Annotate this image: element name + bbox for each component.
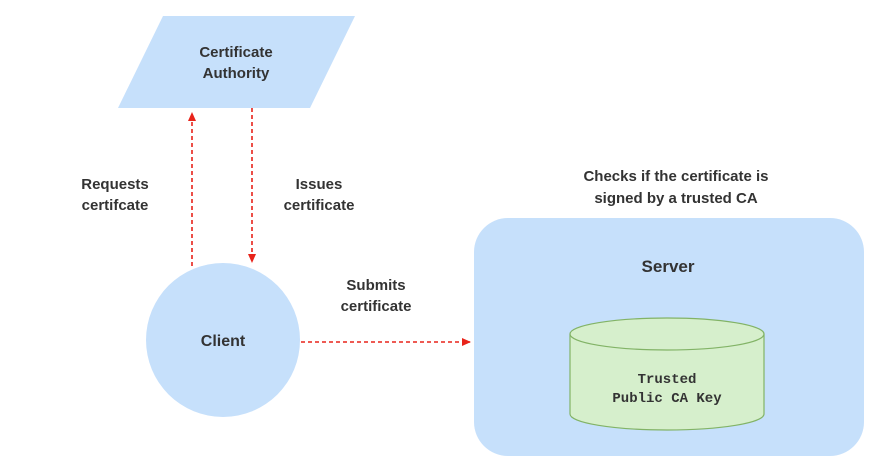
certificate-authority-shape [118, 16, 355, 108]
database-label-line2: Public CA Key [612, 391, 722, 407]
issues-certificate-label-line2: certificate [284, 197, 355, 214]
client-shape [146, 263, 300, 417]
server-check-annotation-line1: Checks if the certificate is [583, 168, 768, 185]
database-cylinder-icon [569, 334, 765, 431]
server-check-annotation-line2: signed by a trusted CA [594, 190, 758, 207]
certificate-authority-label-line1: Certificate [199, 44, 272, 61]
server-label: Server [642, 257, 695, 276]
requests-certificate-label-line2: certifcate [82, 197, 149, 214]
certificate-authority-label-line2: Authority [203, 65, 270, 82]
issues-certificate-label-line1: Issues [296, 176, 343, 193]
database-label-line1: Trusted [638, 372, 697, 388]
submits-certificate-label-line1: Submits [346, 277, 405, 294]
trusted-ca-key-database: Trusted Public CA Key [569, 317, 765, 431]
client-label: Client [201, 333, 246, 350]
requests-certificate-label-line1: Requests [81, 176, 149, 193]
client-node: Client [146, 263, 300, 417]
certificate-authority-node: Certificate Authority [118, 16, 355, 108]
submits-certificate-label-line2: certificate [341, 298, 412, 315]
database-cylinder-top [569, 317, 765, 351]
